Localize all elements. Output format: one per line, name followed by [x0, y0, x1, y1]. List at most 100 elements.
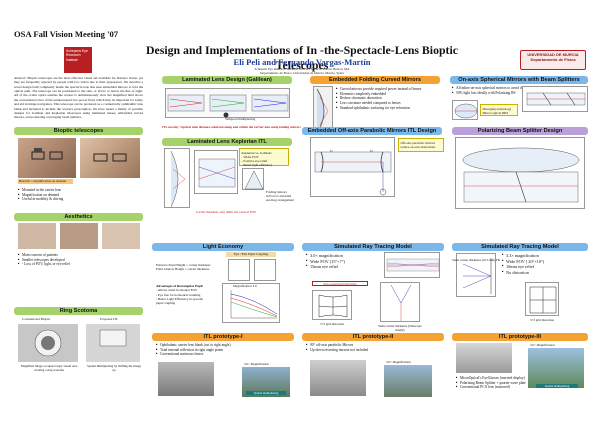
sim1-caption-2: Same carrier thickness (Telescope height… — [378, 324, 422, 332]
kepler-folding-1: Folding mirrors — [266, 190, 287, 194]
galilean-temporal-label: Temporal multiplexing — [225, 117, 256, 121]
abstract: Abstract: Bioptic telescopes are the mos… — [14, 76, 143, 120]
itl3-bullet-1: MicroOptical's EyeGlasses (inserted disp… — [456, 376, 526, 381]
panel-laminated-galilean-header: Laminated Lens Design (Galilean) — [162, 76, 292, 84]
onaxis-bullets: All inline on-axis spherical mirrors to … — [452, 86, 534, 95]
onaxis-tech-2: Mirror/optical IRIS — [482, 110, 509, 115]
light-adv-2: - Eye free for horizontal scanning — [156, 292, 201, 297]
aesthetics-photo-1 — [18, 223, 56, 249]
kepler-box-line-4: - Better light efficiency — [241, 162, 273, 167]
itl1-bullet-2: Total internal reflection in right angle… — [156, 348, 231, 353]
kepler-novelty-note: ITL novelty: Optical tube distance achie… — [162, 125, 301, 129]
bioptic-glasses-icon-2 — [93, 153, 127, 162]
curved-bullet-2: Elements completely embedded — [336, 92, 421, 97]
bioptic-photo-man — [80, 138, 140, 178]
light-efficiency-chart: Magnification 3.0 — [222, 283, 280, 323]
sim1-bullet-3: 15mm eye relief — [306, 264, 345, 270]
itl3-mag-label: 3.0× Magnification — [530, 343, 555, 347]
ring-conventional-photo — [18, 324, 78, 362]
panel-embedded-curved-header: Embedded Folding Curved Mirrors — [310, 76, 440, 84]
sim1-lens-raytrace-icon — [390, 284, 412, 321]
ring-proposed-label: Proposed ITL — [100, 317, 119, 321]
aesthetics-bullet-3: - Loss of FOV, light, or eye relief — [18, 262, 70, 267]
umu-logo: UNIVERSIDAD DE MURCIA Departamento de Fí… — [520, 50, 586, 70]
itl1-bullets: Ophthalmic carrier lens blank (cut to ri… — [156, 343, 231, 357]
kepler-lens-icon — [170, 150, 186, 208]
light-text: Entrance Pupil Height = carrier thicknes… — [156, 263, 211, 272]
kepler-prism-diagram — [242, 168, 264, 190]
sim2-bullets: 3.3× magnification Wide FOV ( 20°×10°) 1… — [502, 253, 544, 275]
aesthetics-photo-3 — [102, 223, 140, 249]
poster-authors: Eli Peli and Fernando Vargas-Martín — [233, 57, 371, 67]
light-coupling-title: Eye / Exit Pupil Coupling — [226, 252, 276, 257]
bioptic-bullet-2: Magnification on demand — [18, 193, 63, 198]
itl3-banner: Spatial multiplexing — [536, 384, 578, 388]
offaxis-diagram — [310, 137, 395, 197]
aesthetics-photo-2 — [60, 223, 98, 249]
kepler-box-line-3: - Positive eye relief — [241, 158, 268, 163]
panel-sim2-header: Simulated Ray Tracing Model — [452, 243, 588, 251]
sim1-bullet-2: Wide FOV (15°×7°) — [306, 259, 345, 265]
panel-ring-header: Ring Scotoma — [14, 307, 143, 315]
itl3-bullets: MicroOptical's EyeGlasses (inserted disp… — [456, 376, 526, 390]
aesthetics-bullet-2: Smaller telescopes developed — [18, 258, 70, 263]
sim2-grid — [525, 282, 559, 316]
sim1-lens-raytrace — [380, 282, 420, 322]
sim2-grid-caption: 3×3 grid distortion — [530, 318, 554, 322]
galilean-lens-diagram — [165, 88, 290, 118]
light-pupil-diagram-2 — [254, 259, 276, 281]
conference-name: OSA Fall Vision Meeting '07 — [14, 29, 119, 39]
bioptic-caption: Head tilt = magnification on demand — [18, 179, 73, 184]
light-pupil-diagram-1 — [228, 259, 250, 281]
itl3-bullet-3: Conventional PCX lens (mirrored) — [456, 385, 526, 390]
sim1-raytrace-icon — [386, 258, 440, 272]
panel-bioptic-header: Bioptic telescopes — [14, 127, 143, 135]
aesthetics-bullet-1: Main concern of patients — [18, 253, 70, 258]
panel-aesthetics-header: Aesthetics — [14, 213, 143, 221]
offaxis-note-box: Off-axis parabolic mirrors reduce on-axi… — [398, 138, 444, 152]
affiliations: Schepens Eye Research Institute, Harvard… — [132, 67, 472, 76]
sim2-caption: Same carrier thickness (10.5 mm) FR — [452, 258, 500, 262]
onaxis-diagram-left — [452, 100, 478, 120]
curved-mirror-diagram — [313, 86, 333, 134]
curved-bullet-3: Reduce chromatic aberration — [336, 96, 421, 101]
porro-prism-icon — [244, 170, 264, 190]
ring-shift-icon — [99, 329, 127, 347]
ring-caption-1: Magnified image occupies larger visual a… — [20, 364, 78, 372]
kepler-caption: Carrier thickness only limits the vertic… — [196, 210, 257, 214]
kepler-optics-diagram — [194, 150, 238, 194]
kepler-folding-3: erecting arrangement — [266, 198, 294, 203]
poster-title: Design and Implementations of In -the-Sp… — [146, 43, 458, 72]
sim1-bullets: 3.0× magnification Wide FOV (15°×7°) 15m… — [306, 253, 345, 270]
onaxis-tech-box: Diverging technology Mirror/optical IRIS — [480, 104, 518, 116]
kepler-rays-icon — [198, 158, 236, 188]
itl2-mag-label: 3.0× Magnification — [386, 360, 411, 364]
kepler-box-line-1: Keplerian vs. Galilean: — [241, 150, 273, 155]
sim1-bullet-1: 3.0× magnification — [306, 253, 345, 259]
itl3-view-photo — [528, 348, 584, 388]
light-adv-1: - Allows wider horizontal FOV — [156, 288, 198, 293]
itl3-photo — [456, 343, 512, 373]
sim2-bullet-4: No distortion — [502, 270, 544, 276]
itl1-banner: Spatial multiplexing — [246, 391, 286, 395]
galilean-rays-icon — [167, 94, 289, 118]
ring-scotoma-icon — [34, 329, 62, 357]
light-adv-3: - Better Light Efficiency in eye/exit — [156, 296, 204, 301]
curved-bullet-4: Less curvature needed compared to lenses — [336, 101, 421, 106]
bioptic-glasses-icon — [31, 148, 63, 160]
onaxis-beamsplitter-icon — [526, 92, 586, 106]
bioptic-photo-woman — [18, 138, 76, 178]
panel-on-axis-header: On-axis Spherical Mirrors with Beam Spli… — [450, 76, 588, 84]
sri-logo: Schepens Eye Research Institute — [64, 47, 92, 73]
light-adv-title: Advantages of Rectangular Pupil — [156, 284, 203, 288]
itl2-photo — [310, 360, 366, 396]
ring-conventional-label: Conventional Bioptic — [22, 317, 51, 321]
light-advantages: Advantages of Rectangular Pupil - Allows… — [156, 284, 203, 305]
sim2-bullet-2: Wide FOV ( 20°×10°) — [502, 259, 544, 265]
curved-bullet-5: Standard ophthalmic surfacing for eye re… — [336, 106, 421, 111]
light-chart-curves — [230, 290, 278, 319]
ring-caption-2: Spatial Multiplexing by shifting the ima… — [86, 364, 142, 372]
sim2-bullet-3: 10mm eye relief — [502, 264, 544, 270]
kepler-folding-2: in Porro's 2nd kind — [266, 194, 292, 199]
itl1-photo — [158, 362, 214, 396]
